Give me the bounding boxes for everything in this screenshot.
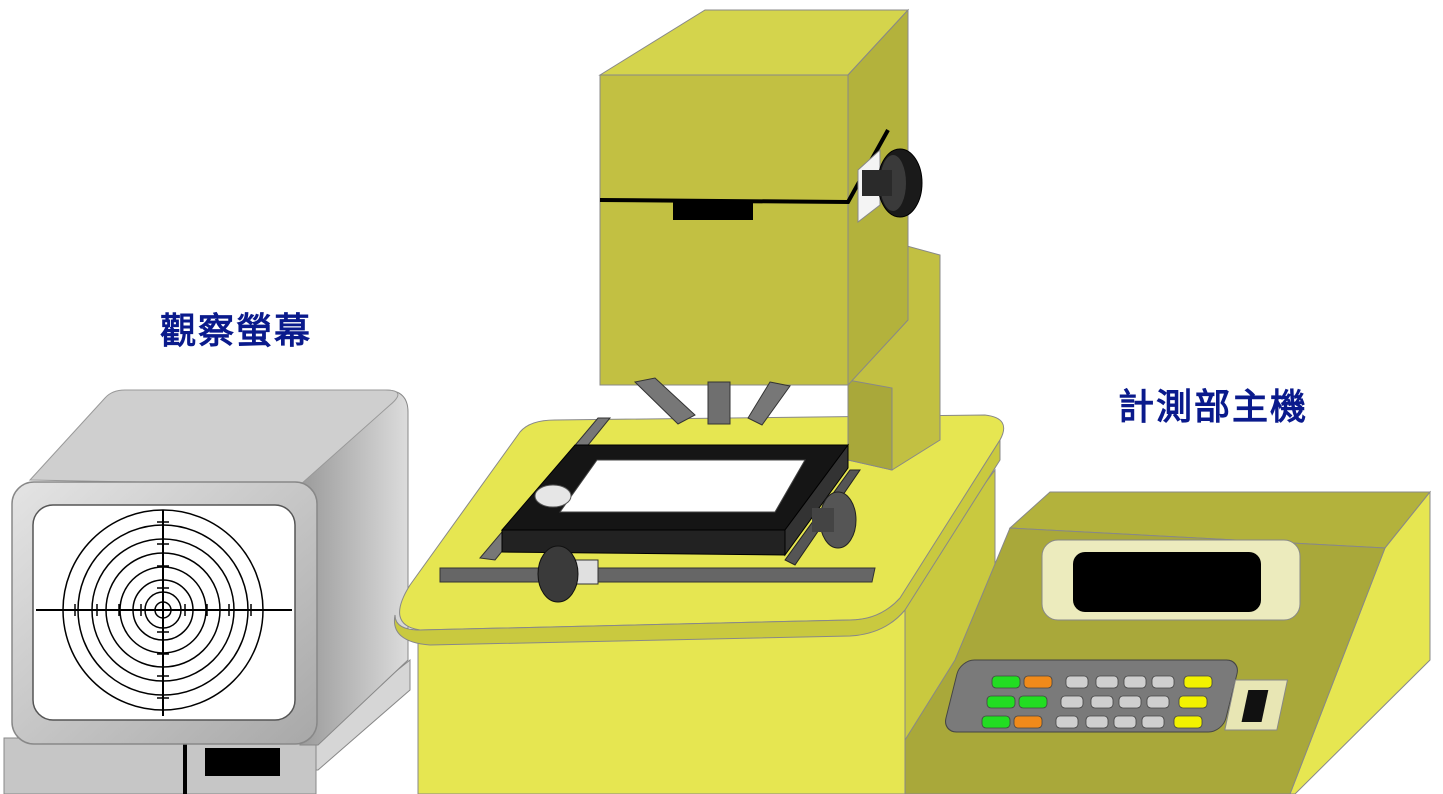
focus-knob-stem: [862, 170, 892, 196]
keypad-key: [1096, 676, 1118, 688]
monitor-stand-slot: [205, 748, 280, 776]
stage-rail: [440, 568, 875, 582]
keypad-key: [1184, 676, 1212, 688]
keypad-key: [1142, 716, 1164, 728]
keypad-key: [1086, 716, 1108, 728]
microscope-column-front: [848, 380, 892, 470]
microscope-head-front: [600, 75, 848, 385]
keypad-key: [1091, 696, 1113, 708]
specimen-glass: [560, 460, 805, 512]
keypad-key: [1024, 676, 1052, 688]
keypad-key: [1019, 696, 1047, 708]
observation-monitor: [4, 390, 410, 794]
keypad-key: [1014, 716, 1042, 728]
keypad-key: [1066, 676, 1088, 688]
keypad-key: [1147, 696, 1169, 708]
measuring-microscope: [394, 10, 1003, 794]
stage-knob-right-stem: [812, 508, 834, 532]
keypad-key: [1124, 676, 1146, 688]
keypad-key: [992, 676, 1020, 688]
keypad-key: [987, 696, 1015, 708]
stage-knob-left-icon: [538, 546, 578, 602]
keypad-key: [1114, 716, 1136, 728]
microscope-head-slot: [673, 200, 753, 220]
keypad-key: [1056, 716, 1078, 728]
stage-clip: [535, 485, 571, 507]
objective-lens-center: [708, 382, 730, 424]
keypad-key: [1174, 716, 1202, 728]
keypad-key: [1152, 676, 1174, 688]
host-display-screen: [1073, 552, 1261, 612]
keypad-key: [982, 716, 1010, 728]
keypad-key: [1061, 696, 1083, 708]
keypad-key: [1119, 696, 1141, 708]
stage-plate-front: [502, 530, 785, 555]
keypad-key: [1179, 696, 1207, 708]
